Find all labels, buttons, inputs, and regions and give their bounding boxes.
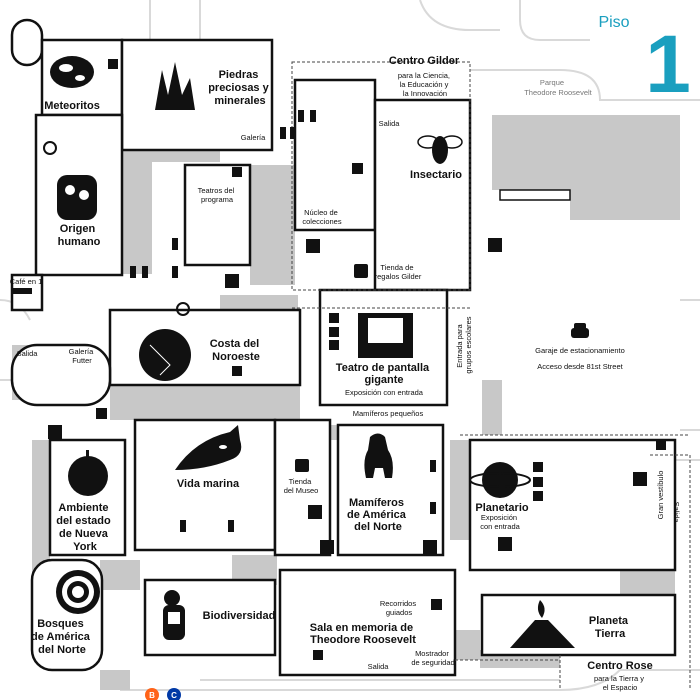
- tienda-regalos-label: Tienda de regalos Gilder: [375, 263, 422, 281]
- tree-rings-icon: [56, 570, 100, 614]
- theater-icon: [358, 313, 413, 358]
- piedras-label: Piedras preciosas y minerales: [208, 69, 272, 107]
- floor-label: Piso: [598, 14, 629, 31]
- globe-icon: [139, 329, 191, 381]
- restroom-icon: [130, 110, 436, 532]
- subway-b-label: B: [149, 691, 155, 700]
- centro-gilder-sub: para la Ciencia, la Educación y la Innov…: [398, 71, 452, 98]
- cafe-icon: [12, 288, 32, 294]
- galeria-label: Galería: [241, 133, 266, 142]
- volcano-icon: [510, 600, 575, 648]
- floor-header: Piso 1: [598, 14, 690, 110]
- teatro-sub-label: Exposición con entrada: [345, 388, 424, 397]
- meteoritos-label: Meteoritos: [44, 100, 100, 112]
- subway-lines: B C: [145, 688, 181, 700]
- bee-icon: [417, 135, 463, 164]
- car-icon: [571, 323, 589, 338]
- tienda-museo-label: Tienda del Museo: [284, 477, 319, 495]
- recorridos-label: Recorridos guiados: [380, 599, 418, 617]
- subway-c-bullet: [167, 688, 181, 700]
- biodiversidad-label: Biodiversidad: [203, 610, 276, 622]
- salida-top-label: Salida: [379, 119, 401, 128]
- elevator-icon: [48, 238, 647, 554]
- vida-marina-label: Vida marina: [177, 478, 240, 490]
- magnifier-icon: [43, 141, 190, 316]
- mamiferos-pequenos-label: Mamíferos pequeños: [353, 409, 424, 418]
- info-icon: [96, 163, 442, 610]
- room-labels: Meteoritos Piedras preciosas y minerales…: [10, 55, 681, 692]
- galeria-futter-label: Galería Futter: [69, 347, 96, 365]
- planetario-label: Planetario: [475, 502, 528, 514]
- cafe-label: Café en 1: [10, 277, 43, 286]
- meteorite-icon: [50, 56, 94, 88]
- apple-icon: [68, 450, 108, 496]
- bosques-label: Bosques de América del Norte: [31, 618, 93, 656]
- salida-right-label: Salida: [672, 502, 681, 524]
- planeta-tierra-label: Planeta Tierra: [589, 615, 631, 640]
- garaje-label: Garaje de estacionamiento: [535, 346, 625, 355]
- skull-icon: [57, 175, 97, 220]
- mostrador-label: Mostrador de seguridad: [411, 649, 454, 667]
- origen-label: Origen humano: [58, 223, 101, 248]
- teatro-pantalla-label: Teatro de pantalla gigante: [336, 362, 432, 386]
- crystal-icon: [155, 62, 195, 110]
- subway-c-label: C: [171, 691, 177, 700]
- centro-rose-label: Centro Rose: [587, 660, 652, 672]
- mamiferos-na-label: Mamíferos de América del Norte: [347, 497, 409, 533]
- centro-rose-sub: para la Tierra y el Espacio: [594, 674, 646, 692]
- subway-b-bullet: [145, 688, 159, 700]
- garaje-acceso-label: Acceso desde 81st Street: [537, 362, 623, 371]
- insectario-label: Insectario: [410, 169, 462, 181]
- sala-memoria-label: Sala en memoria de Theodore Roosevelt: [310, 622, 416, 646]
- teatros-label: Teatros del programa: [198, 186, 237, 204]
- parque-label: Parque Theodore Roosevelt: [524, 78, 592, 97]
- ambiente-label: Ambiente del estado de Nueva York: [56, 502, 113, 553]
- orca-icon: [175, 425, 242, 470]
- dashed-boundaries: [291, 61, 691, 690]
- saturn-icon: [469, 462, 531, 498]
- panda-icon: [163, 590, 185, 640]
- audio-guide-icon: [108, 59, 666, 660]
- salida-bottom-label: Salida: [368, 662, 390, 671]
- costa-label: Costa del Noroeste: [210, 338, 263, 363]
- shopping-bag-icon: [295, 264, 368, 472]
- gran-vestibulo-label: Gran vestíbulo: [656, 471, 665, 520]
- planetario-sub-label: Exposición con entrada: [480, 513, 520, 531]
- bear-icon: [364, 433, 393, 478]
- nucleo-label: Núcleo de colecciones: [302, 208, 341, 226]
- entrada-grupos-label: Entrada para grupos escolares: [455, 316, 473, 373]
- salida-left-label: Salida: [17, 349, 39, 358]
- centro-gilder-label: Centro Gilder: [389, 55, 460, 67]
- floor-number: 1: [645, 19, 691, 110]
